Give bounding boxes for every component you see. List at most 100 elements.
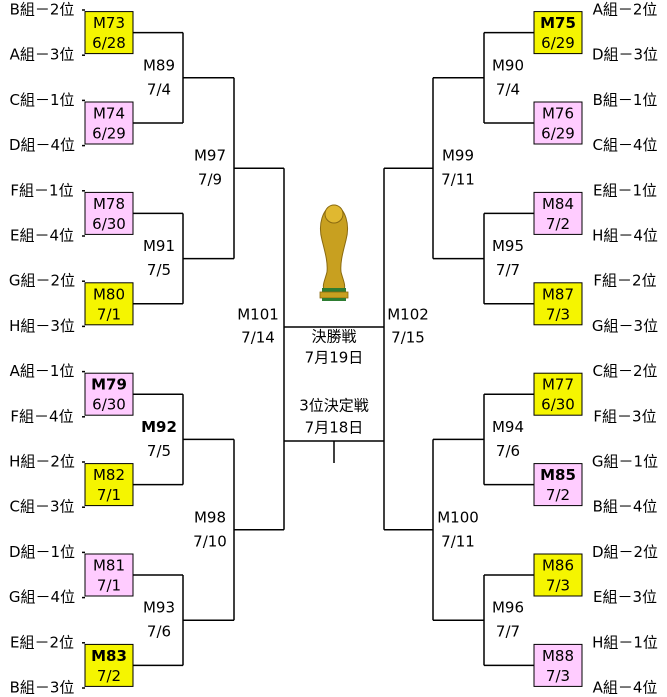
match-date: 7/3 <box>546 305 570 323</box>
match-box-m87 <box>533 282 583 326</box>
qf-match-number: M96 <box>492 599 524 617</box>
team-label-right: C組－4位 <box>592 136 657 154</box>
match-date: 6/28 <box>92 34 126 52</box>
sf-match-number: M97 <box>194 147 226 165</box>
team-label-left: A組－3位 <box>10 46 75 64</box>
match-number: M74 <box>93 105 125 123</box>
trophy-globe-shape <box>324 204 344 224</box>
sf-match-date: 7/10 <box>193 532 227 550</box>
match-number: M83 <box>91 647 127 665</box>
team-label-right: A組－4位 <box>593 679 658 697</box>
match-box-m78 <box>84 191 134 235</box>
match-number: M78 <box>93 195 125 213</box>
match-box-m86 <box>533 553 583 597</box>
trophy-band-shape <box>322 298 346 301</box>
match-box-m82 <box>84 463 134 507</box>
qf-match-number: M95 <box>492 237 524 255</box>
qf-match-date: 7/7 <box>496 261 520 279</box>
match-date: 6/30 <box>92 215 126 233</box>
team-label-right: G組－3位 <box>592 317 658 335</box>
sf-match-date: 7/9 <box>198 171 222 189</box>
qf-match-number: M90 <box>492 56 524 74</box>
team-label-left: G組－4位 <box>9 588 75 606</box>
match-number: M80 <box>93 285 125 303</box>
qf-match-date: 7/4 <box>496 80 520 98</box>
trophy-band-shape <box>322 288 346 292</box>
team-label-left: E組－4位 <box>10 227 74 245</box>
semi-match-number: M101 <box>237 306 279 324</box>
match-box-m85 <box>533 463 583 507</box>
team-label-right: A組－2位 <box>593 1 658 19</box>
match-box-m79 <box>84 372 134 416</box>
bracket-lines <box>82 9 534 689</box>
match-number: M75 <box>540 14 576 32</box>
sf-match-date: 7/11 <box>441 171 475 189</box>
match-box-m77 <box>533 372 583 416</box>
team-label-left: D組－4位 <box>9 136 75 154</box>
match-date: 7/3 <box>546 577 570 595</box>
qf-match-number: M91 <box>143 237 175 255</box>
final-date: 7月19日 <box>305 349 364 367</box>
team-label-right: E組－1位 <box>593 181 657 199</box>
match-date: 7/1 <box>97 577 121 595</box>
team-label-left: H組－3位 <box>9 317 75 335</box>
match-date: 6/30 <box>92 396 126 414</box>
qf-match-date: 7/6 <box>147 623 171 641</box>
match-box-m83 <box>84 643 134 687</box>
third-place-label: 3位決定戦 <box>299 397 369 415</box>
match-number: M79 <box>91 376 127 394</box>
third-place-date: 7月18日 <box>305 419 364 437</box>
match-date: 6/29 <box>541 34 575 52</box>
team-label-right: B組－4位 <box>593 498 658 516</box>
semi-match-date: 7/15 <box>391 329 425 347</box>
match-date: 7/1 <box>97 305 121 323</box>
team-label-left: B組－3位 <box>10 679 75 697</box>
team-label-right: F組－2位 <box>593 272 656 290</box>
team-label-left: F組－1位 <box>10 181 73 199</box>
team-label-left: F組－4位 <box>10 407 73 425</box>
match-box-m88 <box>533 643 583 687</box>
team-label-left: A組－1位 <box>10 362 75 380</box>
match-number: M81 <box>93 557 125 575</box>
final-label: 決勝戦 <box>311 328 356 346</box>
match-labels: M897/4M917/5M927/5M937/6M907/4M957/7M947… <box>141 56 524 640</box>
match-box-m80 <box>84 282 134 326</box>
team-label-right: F組－3位 <box>593 407 656 425</box>
team-label-right: C組－2位 <box>592 362 657 380</box>
team-label-right: G組－1位 <box>592 453 658 471</box>
semi-match-date: 7/14 <box>241 329 275 347</box>
team-label-right: D組－3位 <box>592 46 658 64</box>
team-label-left: B組－2位 <box>10 1 75 19</box>
sf-match-number: M99 <box>442 147 474 165</box>
qf-match-number: M89 <box>143 56 175 74</box>
team-label-right: E組－3位 <box>593 588 657 606</box>
sf-match-number: M100 <box>437 508 479 526</box>
match-number: M76 <box>542 105 574 123</box>
match-number: M87 <box>542 285 574 303</box>
qf-match-number: M93 <box>143 599 175 617</box>
team-labels: B組－2位A組－3位C組－1位D組－4位F組－1位E組－4位G組－2位H組－3位… <box>9 1 658 697</box>
match-box-m76 <box>533 101 583 145</box>
qf-match-number: M92 <box>141 418 177 436</box>
sf-match-date: 7/11 <box>441 532 475 550</box>
match-number: M73 <box>93 14 125 32</box>
match-box-m84 <box>533 191 583 235</box>
match-number: M86 <box>542 557 574 575</box>
match-date: 7/1 <box>97 486 121 504</box>
match-number: M88 <box>542 647 574 665</box>
team-label-right: H組－1位 <box>592 633 658 651</box>
team-label-left: H組－2位 <box>9 453 75 471</box>
qf-match-date: 7/6 <box>496 442 520 460</box>
match-boxes: M736/28M746/29M786/30M807/1M796/30M827/1… <box>84 11 583 687</box>
match-number: M84 <box>542 195 574 213</box>
match-date: 6/29 <box>92 125 126 143</box>
team-label-right: B組－1位 <box>593 91 658 109</box>
match-date: 6/30 <box>541 396 575 414</box>
match-box-m75 <box>533 11 583 55</box>
trophy-base-shape <box>319 291 349 299</box>
team-label-left: G組－2位 <box>9 272 75 290</box>
match-number: M85 <box>540 466 576 484</box>
match-number: M82 <box>93 466 125 484</box>
team-label-right: H組－4位 <box>592 227 658 245</box>
